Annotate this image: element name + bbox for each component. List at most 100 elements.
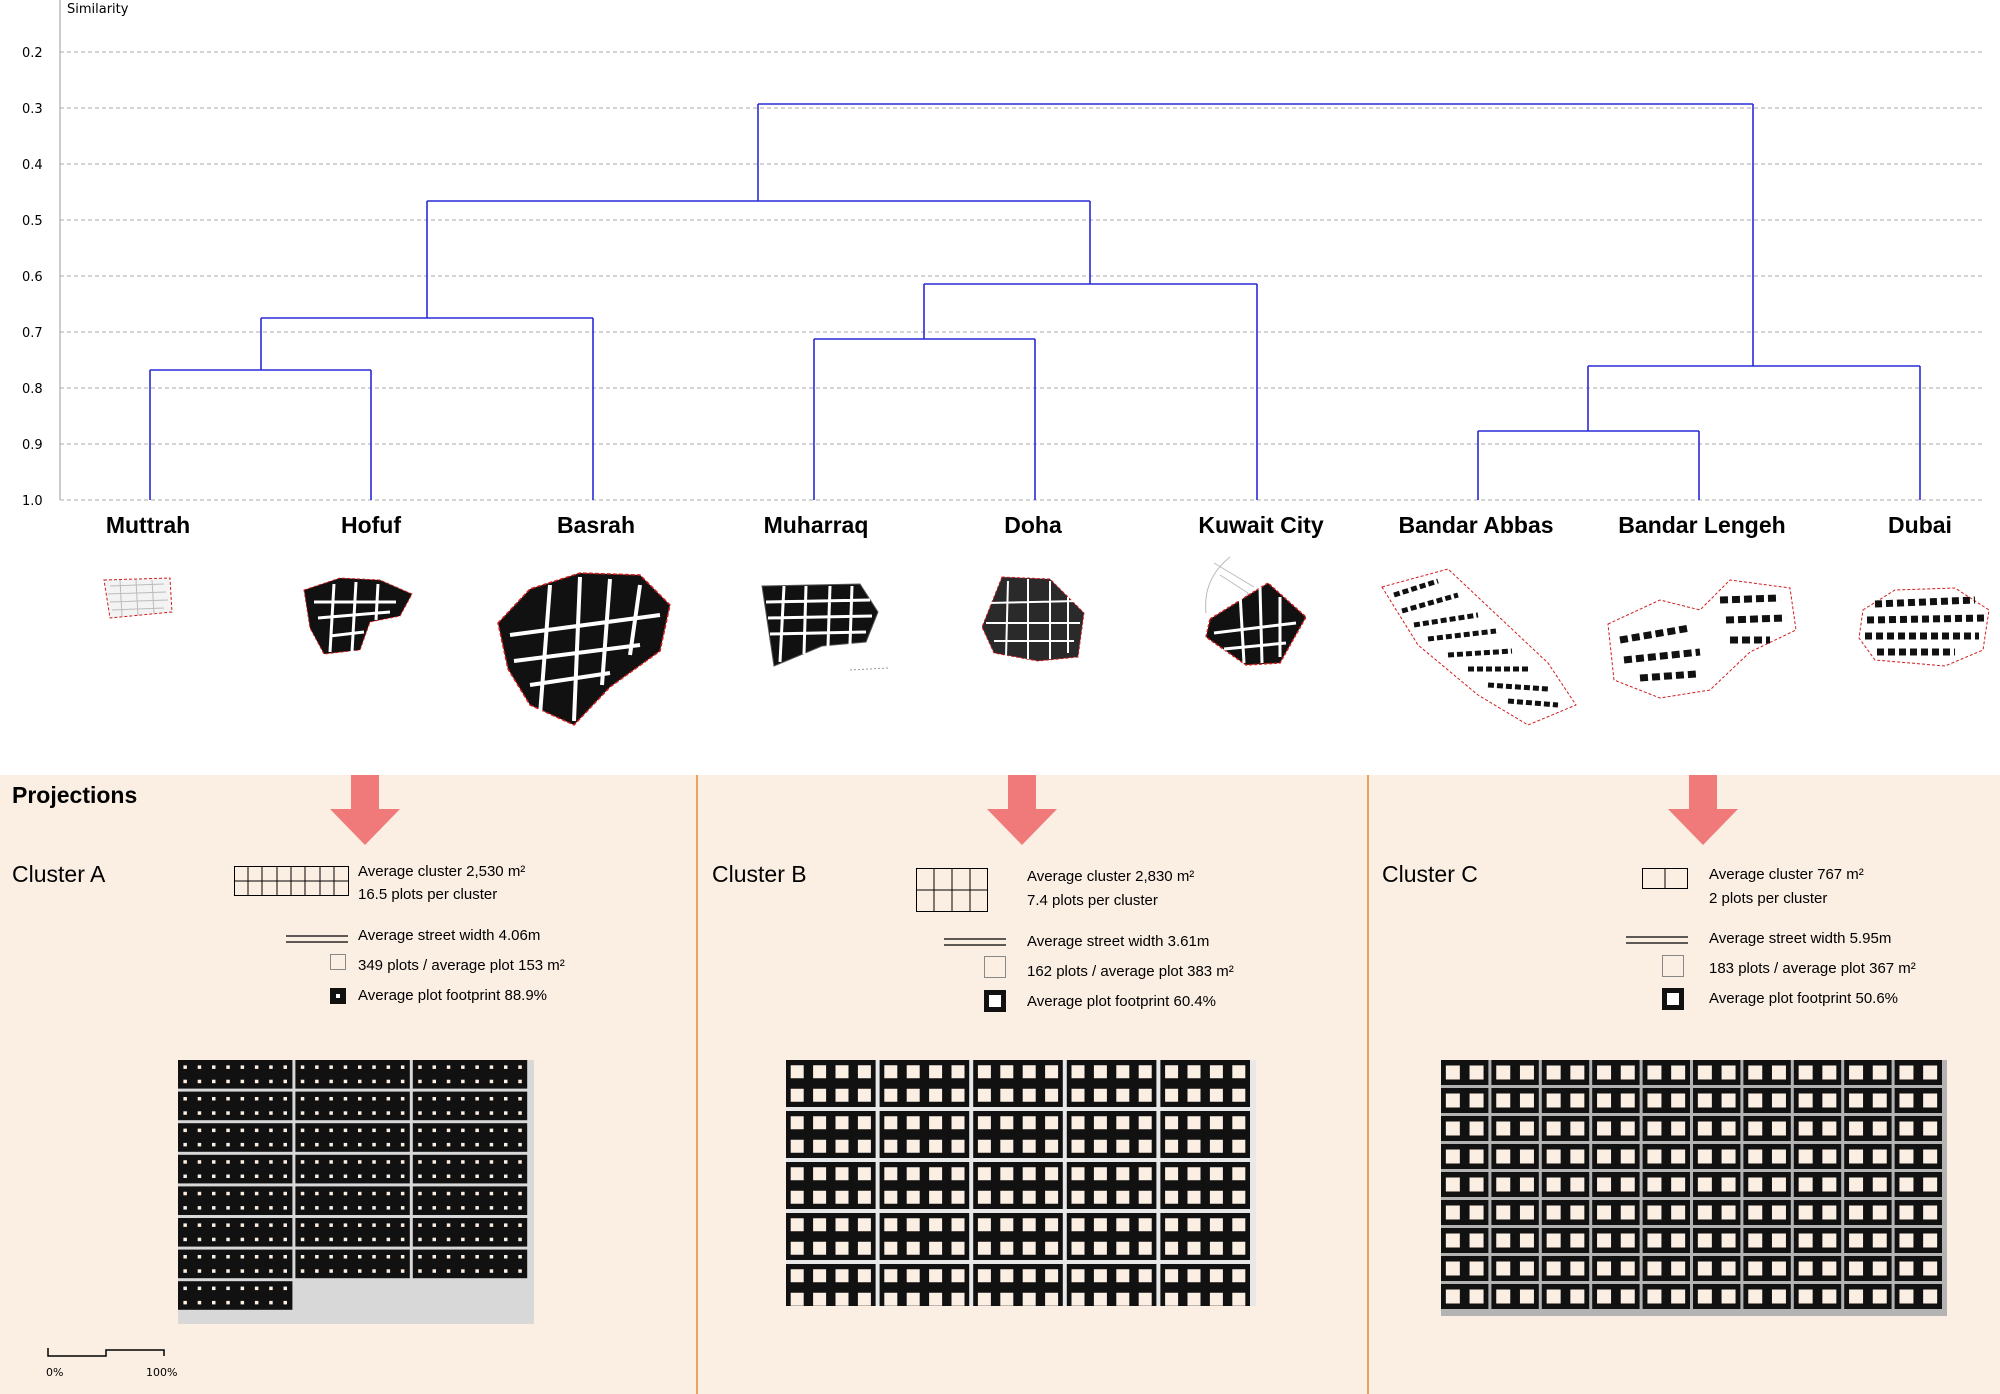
projection-block <box>1541 1172 1590 1197</box>
projection-block <box>1160 1111 1250 1158</box>
projection-block <box>1592 1200 1640 1225</box>
cluster-c-projection-grid <box>1441 1060 1947 1316</box>
plot-icon <box>984 956 1006 978</box>
projection-block <box>1693 1172 1741 1197</box>
projection-block <box>1894 1172 1942 1197</box>
projection-block <box>1894 1228 1942 1253</box>
projection-block <box>973 1264 1063 1306</box>
projection-block <box>1642 1256 1690 1281</box>
projection-block <box>1693 1228 1741 1253</box>
projection-block <box>1160 1213 1250 1260</box>
projection-block <box>1693 1088 1741 1113</box>
projection-block <box>1491 1284 1539 1309</box>
projection-block <box>786 1111 876 1158</box>
projection-block <box>1441 1060 1489 1085</box>
projection-block <box>1743 1172 1791 1197</box>
cluster-a-avg-cluster: Average cluster 2,530 m² <box>358 863 526 880</box>
map-muttrah <box>103 577 173 619</box>
plot-icon <box>330 954 346 970</box>
map-basrah <box>497 572 671 726</box>
projection-block <box>1642 1172 1690 1197</box>
map-muharraq <box>761 583 889 671</box>
projection-block <box>1592 1284 1640 1309</box>
projection-block <box>178 1218 293 1247</box>
projection-block <box>1844 1144 1892 1169</box>
projection-block <box>1491 1144 1539 1169</box>
projection-block <box>1693 1256 1741 1281</box>
cluster-b-name: Cluster B <box>712 861 807 887</box>
projection-block <box>1642 1088 1690 1113</box>
projection-block <box>1743 1256 1791 1281</box>
projection-block <box>1844 1284 1892 1309</box>
cluster-a-plots-per-cluster: 16.5 plots per cluster <box>358 886 498 903</box>
projection-block <box>295 1123 410 1152</box>
projection-block <box>1592 1228 1640 1253</box>
projection-block <box>1491 1200 1539 1225</box>
map-doha <box>981 576 1085 662</box>
projection-block <box>1441 1088 1489 1113</box>
projection-block <box>1441 1144 1489 1169</box>
projection-block <box>1541 1060 1590 1085</box>
projection-block <box>1894 1060 1942 1085</box>
cluster-b-plots: 162 plots / average plot 383 m² <box>1027 963 1234 980</box>
cluster-c-avg-cluster: Average cluster 767 m² <box>1709 866 1864 883</box>
projection-block <box>178 1060 293 1089</box>
projection-block <box>412 1123 528 1152</box>
projection-block <box>412 1249 528 1279</box>
y-tick-label: 0.6 <box>22 270 43 285</box>
projection-block <box>1160 1264 1250 1306</box>
projection-block <box>1592 1116 1640 1141</box>
projection-block <box>786 1264 876 1306</box>
projection-block <box>1743 1144 1791 1169</box>
projection-block <box>1441 1116 1489 1141</box>
projection-block <box>1793 1116 1842 1141</box>
projection-block <box>973 1213 1063 1260</box>
projection-block <box>786 1060 876 1107</box>
projection-block <box>178 1091 293 1121</box>
city-label-bandar-lengeh: Bandar Lengeh <box>1618 512 1786 538</box>
projection-block <box>1160 1060 1250 1107</box>
projection-block <box>1844 1172 1892 1197</box>
map-bandar-abbas <box>1381 568 1577 726</box>
cluster-b-street-width: Average street width 3.61m <box>1027 933 1210 950</box>
projection-block <box>1793 1144 1842 1169</box>
y-tick-label: 0.5 <box>22 214 43 229</box>
projection-block <box>1592 1256 1640 1281</box>
projection-block <box>1793 1060 1842 1085</box>
projection-block <box>1844 1116 1892 1141</box>
street-width-icon <box>1626 936 1688 944</box>
projection-block <box>1743 1228 1791 1253</box>
city-label-kuwait-city: Kuwait City <box>1198 512 1324 538</box>
projection-block <box>1541 1200 1590 1225</box>
projection-block <box>295 1218 410 1247</box>
projection-block <box>178 1154 293 1184</box>
projection-block <box>1066 1213 1157 1260</box>
panel-divider-2 <box>1367 775 1369 1394</box>
projection-block <box>1541 1088 1590 1113</box>
projection-block <box>178 1281 293 1310</box>
projection-block <box>1441 1172 1489 1197</box>
cluster-c-street-width: Average street width 5.95m <box>1709 930 1892 947</box>
projection-block <box>1844 1200 1892 1225</box>
projection-block <box>879 1111 970 1158</box>
projection-block <box>1642 1284 1690 1309</box>
map-kuwait-city <box>1205 556 1307 666</box>
projection-block <box>1441 1256 1489 1281</box>
y-tick-label: 0.8 <box>22 382 43 397</box>
axis-ticks: 0.20.30.40.50.60.70.80.91.0 <box>22 46 1985 509</box>
projection-block <box>412 1060 528 1089</box>
projection-block <box>412 1154 528 1184</box>
cluster-c-footprint: Average plot footprint 50.6% <box>1709 990 1899 1007</box>
cluster-a-plots: 349 plots / average plot 153 m² <box>358 957 565 974</box>
scale-bar: 0% 100% <box>46 1348 177 1379</box>
city-label-basrah: Basrah <box>557 512 635 538</box>
projection-block <box>879 1264 970 1306</box>
cluster-b-plots-per-cluster: 7.4 plots per cluster <box>1027 892 1158 909</box>
street-width-icon <box>944 938 1006 946</box>
scale-min-label: 0% <box>46 1366 63 1379</box>
projection-block <box>1642 1060 1690 1085</box>
y-tick-label: 0.3 <box>22 102 43 117</box>
city-label-hofuf: Hofuf <box>340 512 402 538</box>
map-dubai <box>1858 587 1990 667</box>
projection-block <box>1491 1116 1539 1141</box>
